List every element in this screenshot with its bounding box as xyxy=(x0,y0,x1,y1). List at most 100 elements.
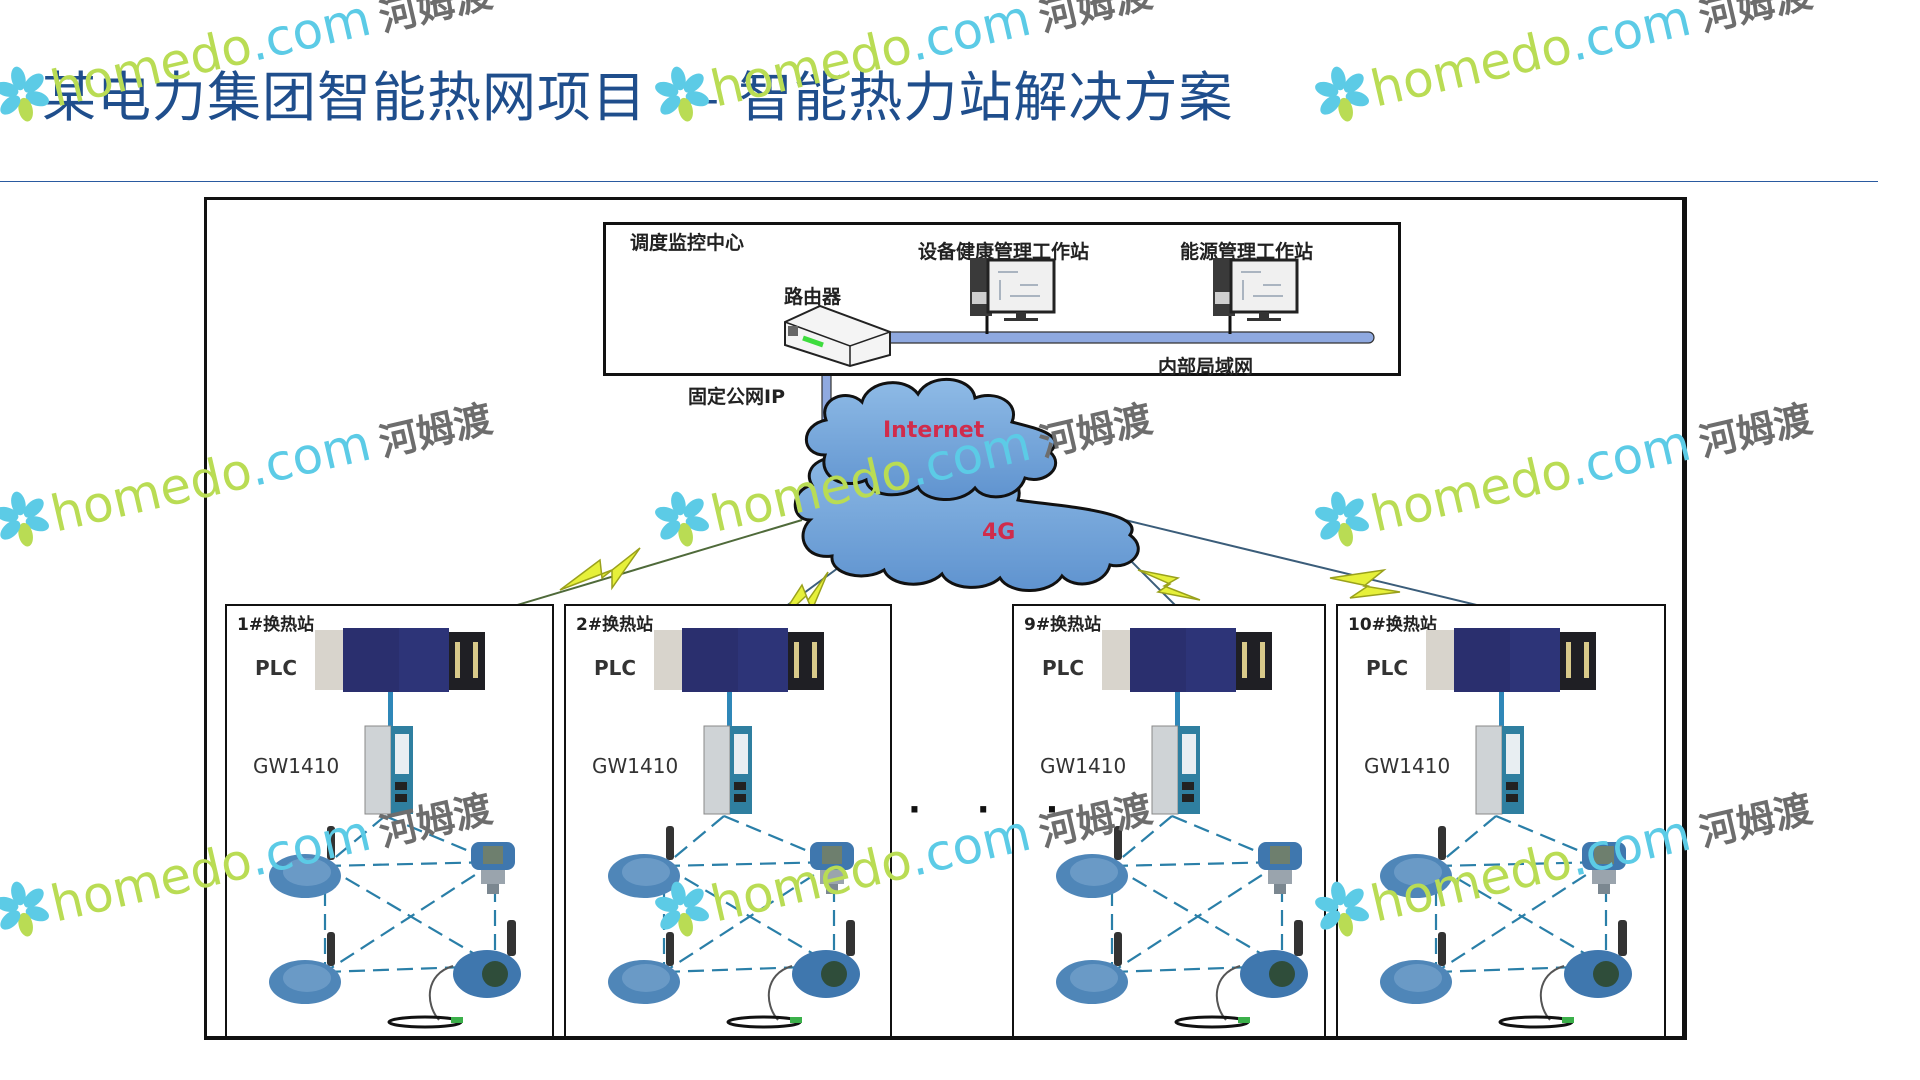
probe-tip xyxy=(451,1017,463,1023)
plc-module xyxy=(449,632,485,690)
transmitter-display xyxy=(1270,846,1290,864)
mesh-link xyxy=(1435,815,1497,867)
plc-label: PLC xyxy=(255,656,298,680)
probe-tip xyxy=(1562,1017,1574,1023)
gateway-port xyxy=(1506,782,1518,790)
workstation-2-icon xyxy=(1213,258,1299,334)
plc-module xyxy=(682,628,738,692)
gateway-port xyxy=(734,794,746,802)
transmitter-fitting xyxy=(1598,884,1610,894)
cellular-label: 4G xyxy=(982,520,1016,545)
transmitter-body xyxy=(1394,964,1442,992)
gateway-label: GW1410 xyxy=(253,754,340,778)
plc-terminal xyxy=(794,642,799,678)
transmitter-display xyxy=(821,961,847,987)
plc-label: PLC xyxy=(594,656,637,680)
probe-coil xyxy=(726,1015,802,1029)
mesh-link xyxy=(1111,861,1283,973)
plc-module xyxy=(738,628,788,692)
transmitter-display xyxy=(822,846,842,864)
gateway-panel xyxy=(734,734,748,774)
plc-terminal xyxy=(455,642,460,678)
transmitter-fitting xyxy=(826,884,838,894)
transmitter-display xyxy=(1593,961,1619,987)
plc-terminal xyxy=(1260,642,1265,678)
plc-icon xyxy=(315,630,345,690)
router-icon xyxy=(784,304,891,368)
transmitter-display xyxy=(483,846,503,864)
mesh-link xyxy=(324,964,496,974)
diagram-frame xyxy=(204,197,1687,1040)
plc-module xyxy=(1130,628,1186,692)
antenna-icon xyxy=(1618,920,1627,956)
gateway-label: GW1410 xyxy=(1364,754,1451,778)
plc-gateway-link xyxy=(1499,692,1504,734)
station-title: 9#换热站 xyxy=(1024,615,1102,635)
gateway-label: GW1410 xyxy=(592,754,679,778)
workstation-1-label: 设备健康管理工作站 xyxy=(918,241,1090,263)
gateway-icon xyxy=(1151,725,1179,815)
antenna-icon xyxy=(846,920,855,956)
plc-gateway-link xyxy=(388,692,393,734)
transmitter-body xyxy=(283,964,331,992)
antenna-icon xyxy=(327,932,335,966)
probe-cable xyxy=(428,965,454,1021)
mesh-link xyxy=(1435,860,1607,868)
transmitter-body xyxy=(622,964,670,992)
workstation-1-icon xyxy=(970,258,1056,334)
mesh-link xyxy=(1435,964,1607,974)
antenna-icon xyxy=(1438,932,1446,966)
station-title: 2#换热站 xyxy=(576,615,654,635)
antenna-icon xyxy=(1294,920,1303,956)
lan-label: 内部局域网 xyxy=(1158,356,1254,378)
plc-terminal xyxy=(812,642,817,678)
transmitter-stem xyxy=(481,870,505,884)
antenna-icon xyxy=(1438,826,1446,860)
transmitter-stem xyxy=(1268,870,1292,884)
plc-terminal xyxy=(1584,642,1589,678)
gateway-port xyxy=(395,794,407,802)
lightning-icon xyxy=(559,547,641,591)
mesh-link xyxy=(324,815,386,867)
plc-terminal xyxy=(473,642,478,678)
probe-cable xyxy=(1539,965,1565,1021)
plc-icon xyxy=(654,630,684,690)
transmitter-body xyxy=(1394,858,1442,886)
plc-gateway-link xyxy=(1175,692,1180,734)
plc-module xyxy=(399,628,449,692)
mesh-link xyxy=(1111,860,1283,868)
mesh-link xyxy=(1111,964,1283,974)
probe-cable xyxy=(1215,965,1241,1021)
router-label: 路由器 xyxy=(784,286,842,308)
antenna-icon xyxy=(1114,826,1122,860)
plc-label: PLC xyxy=(1042,656,1085,680)
plc-label: PLC xyxy=(1366,656,1409,680)
lightning-icon xyxy=(1137,569,1201,601)
antenna-icon xyxy=(666,932,674,966)
plc-module xyxy=(343,628,399,692)
mesh-link xyxy=(663,860,835,868)
gateway-panel xyxy=(1506,734,1520,774)
probe-cable xyxy=(767,965,793,1021)
antenna-icon xyxy=(666,826,674,860)
transmitter-fitting xyxy=(1274,884,1286,894)
plc-module xyxy=(1560,632,1596,690)
control-center-title: 调度监控中心 xyxy=(630,232,745,254)
transmitter-body xyxy=(1070,858,1118,886)
transmitter-stem xyxy=(1592,870,1616,884)
transmitter-body xyxy=(1070,964,1118,992)
gateway-port xyxy=(1182,782,1194,790)
plc-icon xyxy=(1102,630,1132,690)
slide-title: 某电力集团智能热网项目 — 智能热力站解决方案 xyxy=(42,66,1234,129)
gateway-panel xyxy=(1182,734,1196,774)
mesh-link xyxy=(1435,861,1607,973)
probe-coil xyxy=(387,1015,463,1029)
transmitter-display xyxy=(1594,846,1614,864)
plc-module xyxy=(1186,628,1236,692)
gateway-port xyxy=(1506,794,1518,802)
probe-coil xyxy=(1174,1015,1250,1029)
lightning-icon xyxy=(1329,568,1401,599)
plc-module xyxy=(1236,632,1272,690)
plc-module xyxy=(1454,628,1510,692)
